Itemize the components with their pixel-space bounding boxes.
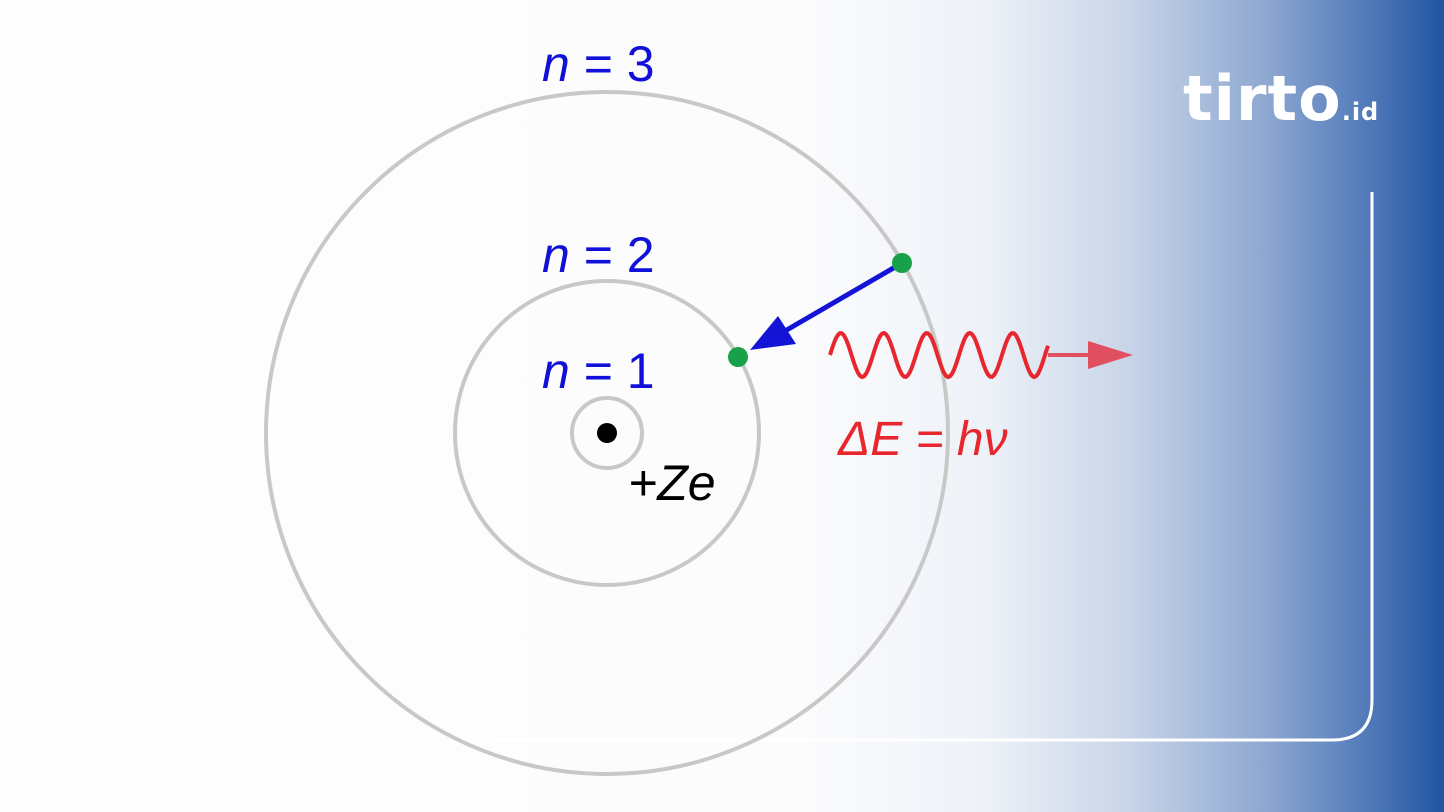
transition-arrowhead [750,316,796,350]
electron-final [728,347,748,367]
orbit-label-n3: n = 3 [542,36,655,92]
orbit-n1 [570,396,644,470]
nucleus [597,423,617,443]
orbit-n2 [453,279,761,587]
electron-initial [892,253,912,273]
nucleus-label: +Ze [628,455,716,511]
orbit-label-n1: n = 1 [542,343,655,399]
tirto-logo: tirto.id [1183,62,1380,135]
orbit-label-n2: n = 2 [542,227,655,283]
frame-line [450,192,1374,742]
energy-label: ΔE = hν [837,413,1008,466]
photon-wave [828,330,1050,380]
photon-arrowhead [1088,341,1133,369]
transition-arrow-shaft [783,260,904,334]
orbit-n3 [264,90,950,776]
